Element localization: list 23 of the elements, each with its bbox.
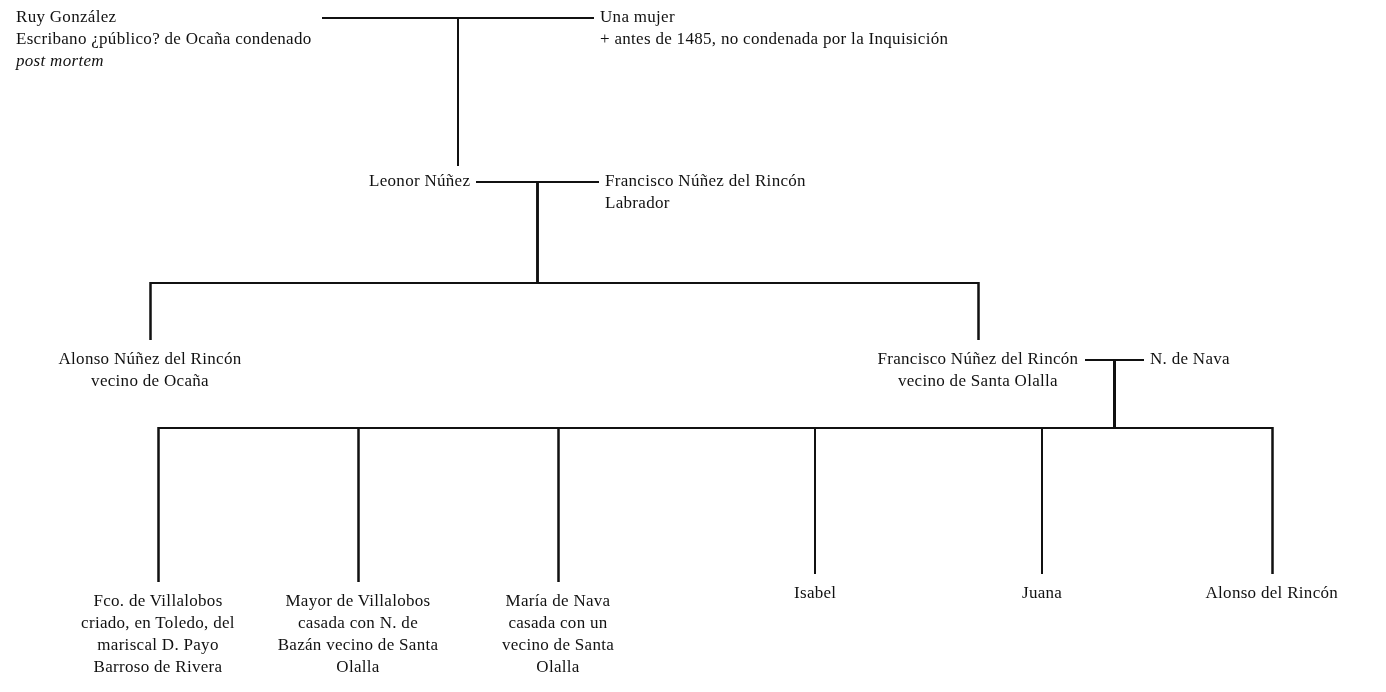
person-name: Fco. de Villalobos [92, 590, 224, 612]
person-name: Mayor de Villalobos [284, 590, 432, 612]
person-name: María de Nava [504, 590, 612, 612]
family-line [457, 17, 595, 167]
person-note: casada con N. de Bazán vecino de Santa Olalla [276, 612, 440, 678]
person-name: Francisco Núñez del Rincón [605, 170, 806, 192]
person-note: vecino de Santa Olalla [896, 370, 1059, 392]
person-name: Isabel [794, 582, 837, 604]
person-name: Alonso del Rincón [1205, 582, 1339, 604]
person-name: Leonor Núñez [369, 170, 471, 192]
person-note: Escribano ¿público? de Ocaña condenado post mortem [16, 28, 313, 72]
person-note: casada con un vecino de Santa Olalla [500, 612, 616, 678]
person-name: Alonso Núñez del Rincón [58, 348, 242, 370]
person-name: Una mujer [600, 6, 676, 28]
person-note: Labrador [605, 192, 671, 214]
person-name: Juana [1022, 582, 1063, 604]
person-note: + antes de 1485, no condenada por la Inquisición [600, 28, 949, 50]
person-name: N. de Nava [1150, 348, 1230, 370]
person-note: criado, en Toledo, del mariscal D. Payo Barroso de Rivera [80, 612, 236, 678]
person-note: vecino de Ocaña [90, 370, 210, 392]
person-name: Ruy González [16, 6, 118, 28]
person-name: Francisco Núñez del Rincón [877, 348, 1079, 370]
family-line [1113, 359, 1274, 575]
